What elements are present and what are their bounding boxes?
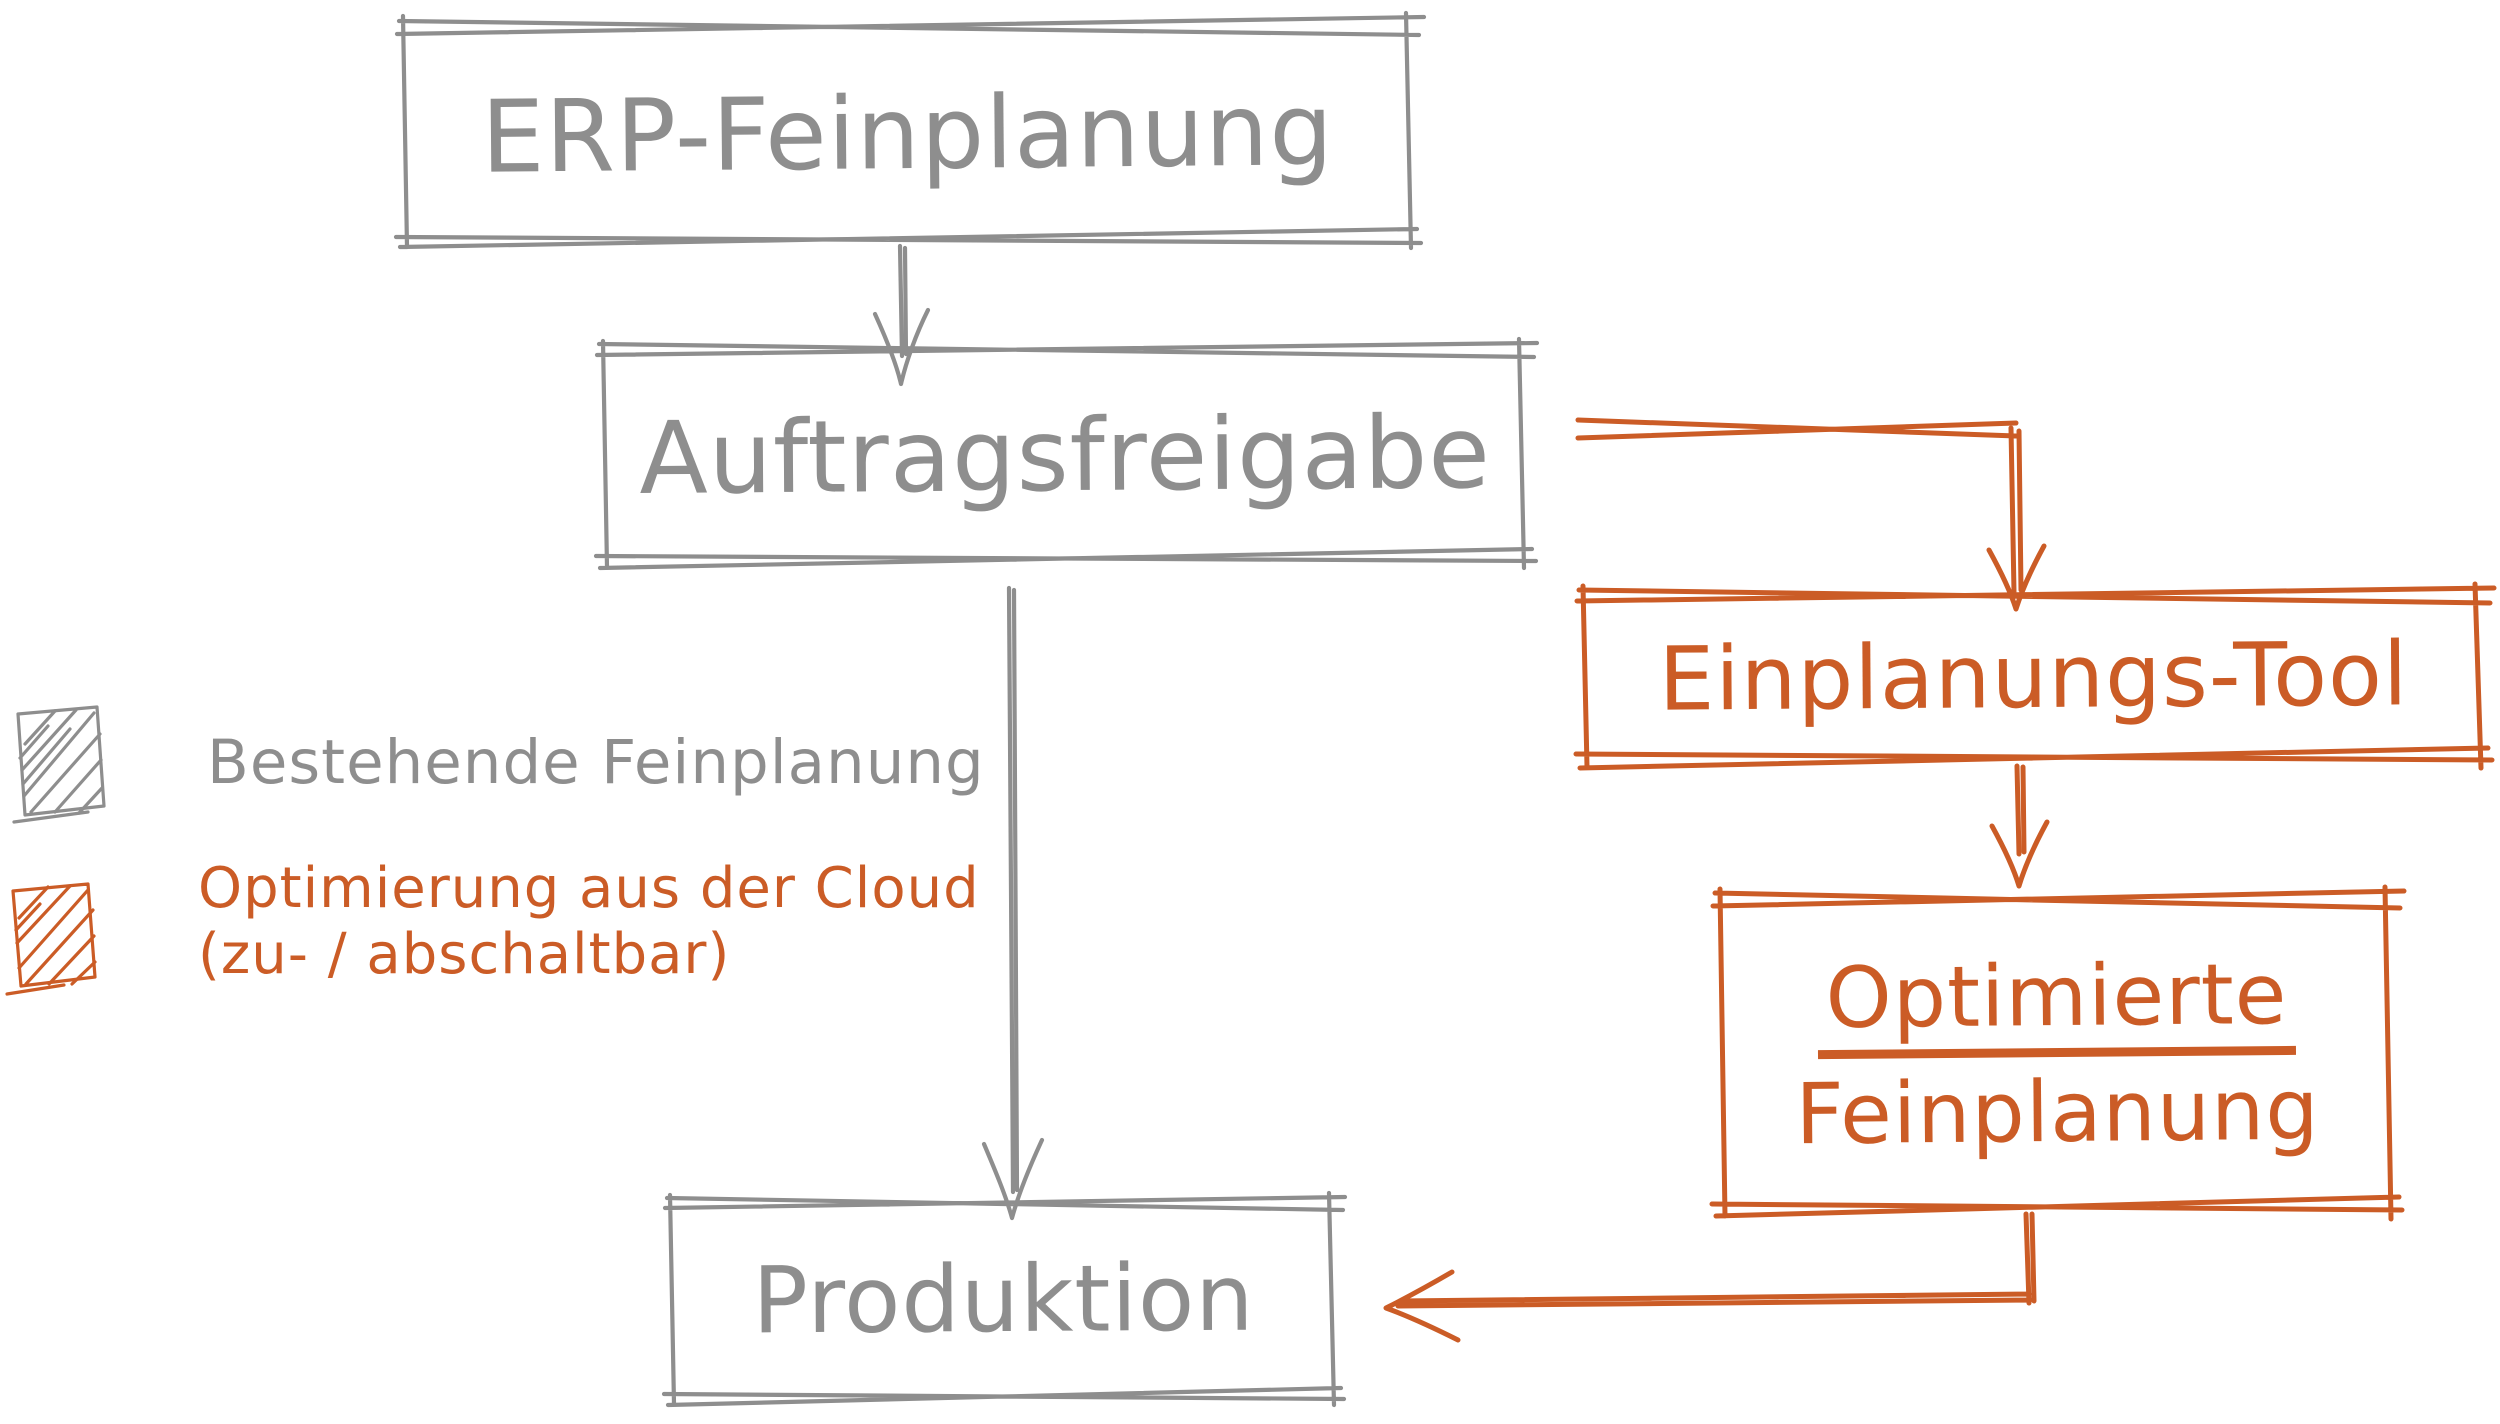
legend-swatch-existing xyxy=(12,705,106,824)
auftragsfreigabe-box-outline xyxy=(593,336,1540,571)
optimierte-feinplanung-box-stroke xyxy=(1709,884,2407,1222)
arrow-erp-to-auftragsfreigabe xyxy=(872,243,931,387)
auftragsfreigabe-box-stroke xyxy=(593,336,1540,571)
arrow-erp-auftrag-stroke xyxy=(872,243,931,387)
arrow-auftragsfreigabe-to-einplanungs-tool xyxy=(1575,417,2047,612)
arrow-auftragsfreigabe-to-produktion xyxy=(981,585,1045,1221)
optimierte-feinplanung-box-outline xyxy=(1709,884,2407,1222)
arrow-optimierte-to-produktion xyxy=(1383,1211,2037,1343)
einplanungs-tool-box-outline xyxy=(1573,581,2497,771)
erp-box-outline xyxy=(393,10,1427,251)
arrow-auftrag-produktion-stroke xyxy=(981,585,1045,1221)
legend-swatch-cloud xyxy=(5,882,97,996)
arrow-einplanung-optimierte-stroke xyxy=(1989,763,2050,889)
erp-box-stroke xyxy=(393,10,1427,251)
legend-swatch-cloud-hatch xyxy=(14,884,97,986)
arrow-einplanungs-tool-to-optimierte xyxy=(1989,763,2050,889)
arrow-auftrag-einplanung-stroke xyxy=(1575,417,2047,612)
einplanungs-tool-box-stroke xyxy=(1573,581,2497,771)
arrow-optimierte-produktion-stroke xyxy=(1383,1211,2037,1343)
produktion-box-outline xyxy=(661,1190,1348,1408)
produktion-box-stroke xyxy=(661,1190,1348,1408)
legend-swatch-existing-hatch xyxy=(18,708,104,815)
legend-swatch-cloud-outline xyxy=(5,882,97,996)
legend-swatch-existing-outline xyxy=(12,705,106,824)
